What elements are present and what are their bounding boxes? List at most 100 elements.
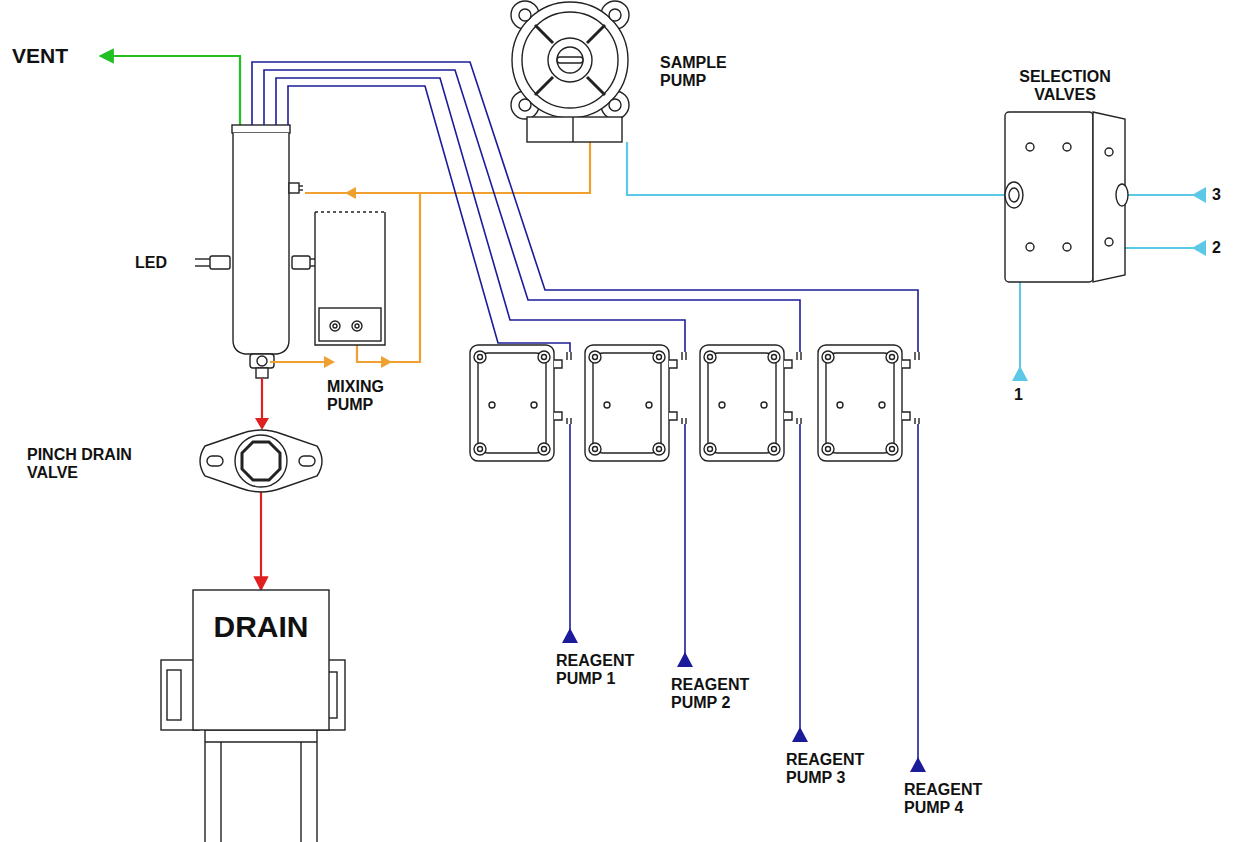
sample-pump-outline [511,1,629,142]
reagent-pump-body [768,351,780,363]
reaction-cell [299,189,303,190]
led-symbol [210,256,230,269]
pinch-valve-outline [200,430,322,492]
reagent-pump-body [589,443,601,455]
led-symbol [195,258,210,259]
reagent-pump-body [761,402,767,408]
reaction-cell [257,356,267,366]
inlet-number: 3 [1212,186,1221,204]
selection-valve-block-outline [1116,184,1128,206]
reagent-pump-body [478,447,483,452]
reagent-pump-body [826,353,894,453]
sample-pump-outline [522,12,618,108]
reagent-pump-body [657,355,662,360]
part-name: PINCH DRAIN VALVE [27,446,167,482]
reagent-pump-body [700,345,784,461]
reagent-pump-body [593,447,598,452]
reagent-pump-body [704,443,716,455]
reagent-tube [264,70,800,352]
drain-unit-outline [161,590,345,842]
selection-valve-block-outline [1005,112,1128,282]
mixing-pump-outline [333,324,337,328]
led-symbol [195,256,322,269]
inlet-number: 1 [1014,386,1023,404]
drain-unit-outline [220,742,221,842]
reaction-cell [256,368,268,378]
vent-label: VENT [12,44,68,68]
reagent-pump-body [772,355,777,360]
reagent-pump-body [470,345,571,461]
part-name: MIXING PUMP [327,378,407,414]
vent-line [100,56,240,125]
sample-pump-outline [527,117,622,142]
reagent-pump-body [708,353,776,453]
led-symbol [292,256,310,269]
reagent-pump-body [826,447,831,452]
reagent-tube [799,424,801,733]
pinch-valve-outline [242,442,280,480]
reagent-pump-body [489,402,495,408]
vent-line [100,56,240,125]
reagent-pump-body [818,345,919,461]
pinch-valve-outline [235,435,287,487]
flow-arrowhead [345,187,356,199]
drain-flow [261,378,263,420]
reagent-pump-body [708,447,713,452]
inlet-arrowhead [1012,366,1028,381]
mixing-pump-outline [315,212,385,345]
mixing-loop [270,142,590,362]
reaction-cell [233,133,289,354]
reagent-pump-body [902,352,919,368]
reagent-pump-body [585,345,686,461]
reagent-pump-body [538,443,550,455]
reagent-pump-body [700,345,801,461]
reagent-pump-body [604,402,610,408]
reagent-pump-body [886,351,898,363]
drain-unit-outline [205,741,317,742]
reagent-pump-body [653,351,665,363]
pinch-valve-outline [200,430,322,492]
reagent-label: REAGENT PUMP 4 [904,781,994,817]
reagent-pump-body [657,447,662,452]
reagent-pump-body [669,352,686,368]
inlet-arrowhead [562,628,578,643]
reagent-pump-body [593,353,661,453]
reagent-pump-body [772,447,777,452]
inlet-number: 2 [1212,239,1221,257]
reaction-cell [232,125,303,378]
reagent-pump-body [784,412,801,424]
reagent-pump-body [646,402,652,408]
flow-arrowhead [381,356,392,368]
reagent-pump-body [474,351,486,363]
selection-valve-block-outline [1105,238,1113,246]
mixing-pump-outline [319,308,381,341]
selection-valve-block: SELECTION VALVES [1005,112,1125,282]
sample-pump-outline [505,0,635,142]
reagent-pump-body [818,345,902,461]
inlet-arrowhead [910,757,926,772]
drain-unit-outline [300,742,301,842]
reagent-pump-body [890,355,895,360]
reagent-pump-body [704,351,716,363]
reagent-pump-body [542,355,547,360]
unit-title: DRAIN [191,610,331,644]
sample-pump-outline [519,99,531,111]
reagent-pump-body [538,351,550,363]
reagent-pump-body [542,447,547,452]
sample-pump-outline [572,117,573,142]
sample-pump-outline [512,2,628,118]
drain-unit-outline [167,670,181,720]
selection-valve-block-outline [1005,182,1023,208]
reagent-pump-body [531,402,537,408]
reagent-pump-body [470,345,554,461]
sample-pump: SAMPLE PUMP [505,0,635,142]
reagent-tube [917,424,919,763]
sample-pump-outline [609,9,621,21]
drain-line [260,492,262,590]
sample-pump-outline [557,57,583,63]
reagent-pump-body [890,447,895,452]
sample-pump-outline [548,38,592,82]
drain-flow [255,418,269,430]
reagent-pump-body [826,355,831,360]
